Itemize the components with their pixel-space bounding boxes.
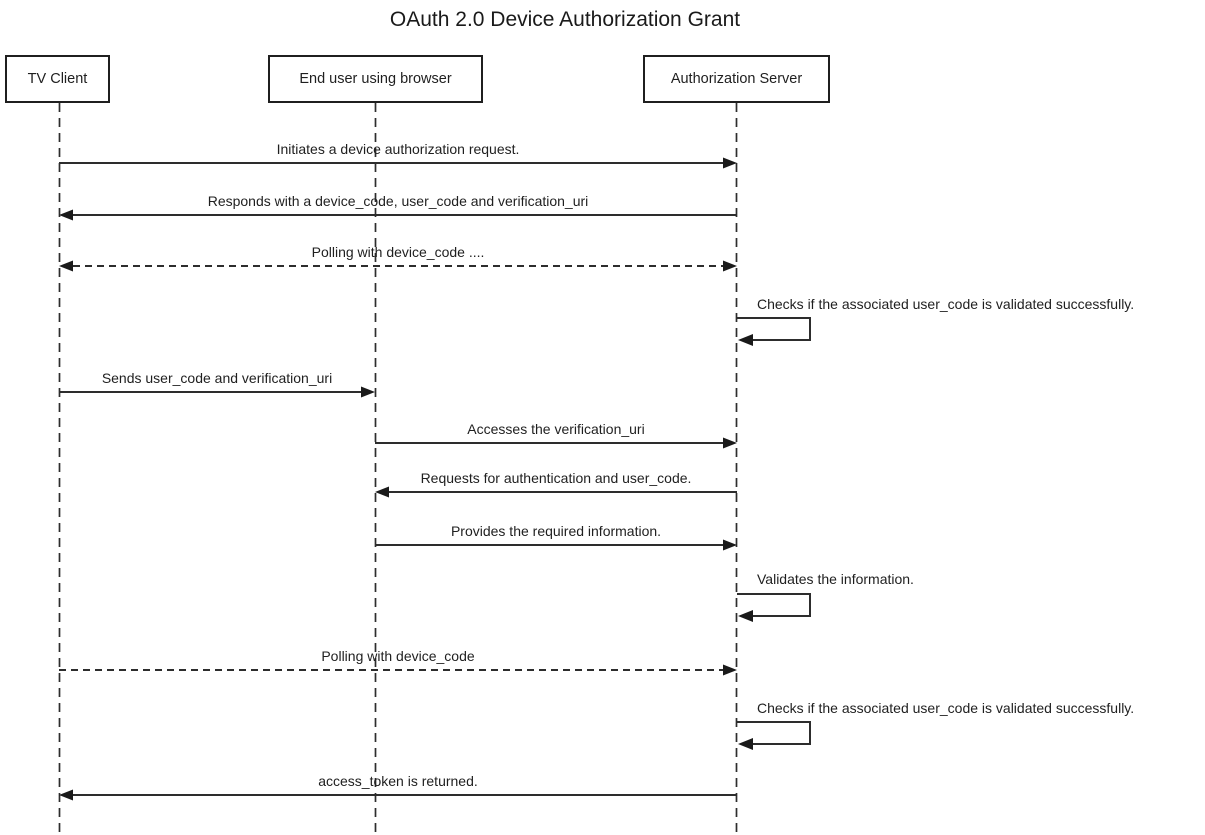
actor-auth-server: Authorization Server xyxy=(643,55,830,103)
self-loop-2 xyxy=(737,593,811,617)
arrowhead-left-2 xyxy=(59,209,73,221)
arrowhead-left-3a xyxy=(59,260,73,272)
message-label-1: Initiates a device authorization request… xyxy=(276,141,520,157)
arrowhead-right-6 xyxy=(723,437,737,449)
message-label-3: Polling with device_code .... xyxy=(311,244,485,260)
actor-tv-client: TV Client xyxy=(5,55,110,103)
self-loop-3 xyxy=(737,721,811,745)
message-label-11: Checks if the associated user_code is va… xyxy=(757,700,1135,716)
message-label-5: Sends user_code and verification_uri xyxy=(101,370,333,386)
arrowhead-right-5 xyxy=(361,386,375,398)
message-label-6: Accesses the verification_uri xyxy=(467,421,645,437)
arrowhead-left-12 xyxy=(59,789,73,801)
message-label-10: Polling with device_code xyxy=(321,648,475,664)
message-label-12: access_token is returned. xyxy=(318,773,478,789)
message-label-2: Responds with a device_code, user_code a… xyxy=(207,193,589,209)
arrowhead-self-1 xyxy=(738,334,753,346)
diagram-title: OAuth 2.0 Device Authorization Grant xyxy=(389,8,741,31)
actor-tv-client-label: TV Client xyxy=(27,71,88,87)
actor-end-user: End user using browser xyxy=(268,55,483,103)
arrowhead-right-3b xyxy=(723,260,737,272)
arrowhead-self-3 xyxy=(738,738,753,750)
actor-end-user-label: End user using browser xyxy=(299,71,452,87)
self-loop-1 xyxy=(737,317,811,341)
actor-auth-server-label: Authorization Server xyxy=(670,71,803,87)
arrowhead-self-2 xyxy=(738,610,753,622)
arrowhead-right-1 xyxy=(723,157,737,169)
arrowhead-right-8 xyxy=(723,539,737,551)
arrowhead-right-10 xyxy=(723,664,737,676)
message-label-4: Checks if the associated user_code is va… xyxy=(757,296,1135,312)
message-label-9: Validates the information. xyxy=(757,571,914,587)
message-label-8: Provides the required information. xyxy=(450,523,662,539)
message-label-7: Requests for authentication and user_cod… xyxy=(420,470,692,486)
arrowhead-left-7 xyxy=(375,486,389,498)
